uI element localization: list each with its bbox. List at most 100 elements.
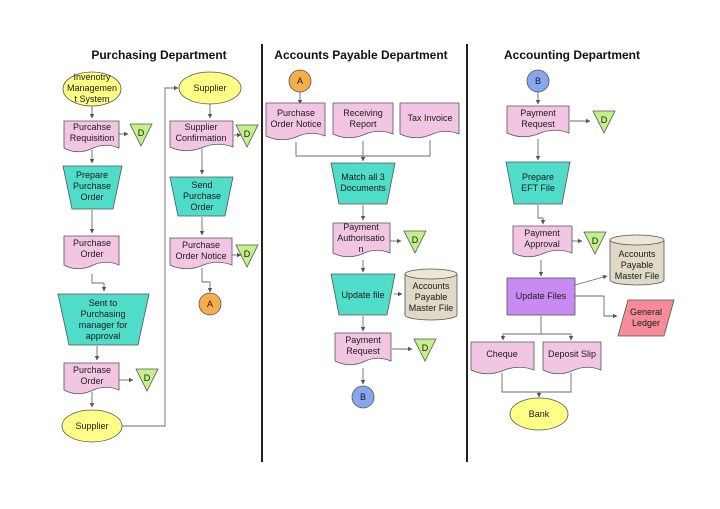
svg-text:Order: Order <box>80 192 103 202</box>
acc-master-file-disk: Accounts Payable Master File <box>609 234 665 286</box>
ap-payment-request-file-triangle: D <box>413 338 437 362</box>
svg-text:D: D <box>144 373 151 383</box>
purchase-order-notice-document: Purchase Order Notice <box>169 237 233 270</box>
svg-text:Purcahse: Purcahse <box>73 122 111 132</box>
payment-authorisation-file-triangle: D <box>403 230 427 254</box>
svg-text:B: B <box>535 76 541 86</box>
svg-text:A: A <box>297 76 303 86</box>
svg-text:Accounts: Accounts <box>412 281 450 291</box>
svg-text:D: D <box>601 115 608 125</box>
svg-text:Payment: Payment <box>524 228 560 238</box>
svg-text:Purchase: Purchase <box>277 108 315 118</box>
connector-lines <box>89 85 618 427</box>
purchase-requisition-document: Purcahse Requisition <box>63 120 120 153</box>
svg-text:Accounts: Accounts <box>618 249 656 259</box>
cheque-document: Cheque <box>470 341 535 375</box>
svg-text:Order: Order <box>80 249 103 259</box>
svg-text:Payable: Payable <box>415 292 448 302</box>
payment-authorisation-document: Payment Authorisatio n <box>332 222 391 258</box>
purchase-order-file-triangle: D <box>135 368 159 392</box>
svg-text:Requisition: Requisition <box>70 133 115 143</box>
svg-text:Update file: Update file <box>341 290 384 300</box>
svg-text:Order: Order <box>80 376 103 386</box>
svg-text:Prepare: Prepare <box>76 170 108 180</box>
update-file-manual-op: Update file <box>330 273 396 316</box>
svg-text:Order: Order <box>190 202 213 212</box>
svg-text:Sent to: Sent to <box>89 298 118 308</box>
supplier-terminator-top: Supplier <box>178 71 242 105</box>
sent-to-manager-manual-op: Sent to Purchasing manager for approval <box>57 293 150 346</box>
svg-text:Order Notice: Order Notice <box>175 251 226 261</box>
svg-text:Authorisatio: Authorisatio <box>337 233 385 243</box>
svg-text:Purchase: Purchase <box>183 191 221 201</box>
svg-text:Match all 3: Match all 3 <box>341 172 385 182</box>
supplier-confirmation-file-triangle: D <box>235 124 259 148</box>
ap-purchase-order-notice-document: Purchase Order Notice <box>265 102 326 141</box>
tax-invoice-document: Tax Invoice <box>399 102 460 139</box>
svg-text:Payment: Payment <box>343 222 379 232</box>
svg-text:Order Notice: Order Notice <box>270 119 321 129</box>
prepare-eft-manual-op: Prepare EFT File <box>505 161 571 205</box>
purchase-order-document-1: Purchase Order <box>63 235 120 270</box>
prepare-purchase-order-manual-op: Prepare Purchase Order <box>62 165 123 210</box>
svg-text:Payment: Payment <box>345 335 381 345</box>
svg-text:Master File: Master File <box>409 303 454 313</box>
supplier-confirmation-document: Supplier Confirmation <box>169 120 234 152</box>
svg-text:Documents: Documents <box>340 183 386 193</box>
svg-text:Supplier: Supplier <box>75 421 108 431</box>
payment-approval-file-triangle: D <box>583 231 607 255</box>
svg-text:A: A <box>207 299 213 309</box>
offpage-connector-b-out: B <box>351 385 375 409</box>
svg-text:approval: approval <box>86 331 121 341</box>
svg-text:Payment: Payment <box>520 108 556 118</box>
svg-text:Tax Invoice: Tax Invoice <box>407 113 452 123</box>
svg-text:General: General <box>630 307 662 317</box>
heading-accounts-payable: Accounts Payable Department <box>274 48 447 62</box>
svg-text:t System: t System <box>74 94 109 104</box>
svg-text:Ledger: Ledger <box>632 318 660 328</box>
svg-text:Purchase: Purchase <box>73 181 111 191</box>
ap-master-file-disk: Accounts Payable Master File <box>404 268 458 321</box>
acc-payment-request-document: Payment Request <box>506 105 570 138</box>
bank-terminator: Bank <box>509 397 569 431</box>
svg-text:n: n <box>358 244 363 254</box>
ap-payment-request-document: Payment Request <box>334 332 392 366</box>
update-files-process: Update Files <box>506 277 576 316</box>
svg-text:Purchase: Purchase <box>182 240 220 250</box>
heading-accounting: Accounting Department <box>504 48 640 62</box>
svg-text:Supplier: Supplier <box>184 122 217 132</box>
offpage-connector-a-in: A <box>288 69 312 93</box>
svg-text:Purchasing: Purchasing <box>80 309 125 319</box>
svg-text:Receiving: Receiving <box>343 108 383 118</box>
svg-text:Confirmation: Confirmation <box>175 133 226 143</box>
svg-text:Send: Send <box>191 180 212 190</box>
svg-text:Cheque: Cheque <box>486 349 518 359</box>
svg-text:Master File: Master File <box>615 271 660 281</box>
svg-text:Payable: Payable <box>621 260 654 270</box>
svg-text:D: D <box>244 129 251 139</box>
requisition-file-triangle: D <box>129 123 153 147</box>
svg-text:Approval: Approval <box>524 239 560 249</box>
svg-text:Prepare: Prepare <box>522 172 554 182</box>
svg-text:B: B <box>360 392 366 402</box>
svg-text:Bank: Bank <box>529 409 550 419</box>
svg-text:Supplier: Supplier <box>193 83 226 93</box>
svg-text:EFT File: EFT File <box>521 183 555 193</box>
offpage-connector-b-in: B <box>526 69 550 93</box>
svg-text:Purchase: Purchase <box>73 365 111 375</box>
general-ledger-data: General Ledger <box>617 299 675 337</box>
svg-text:D: D <box>138 128 145 138</box>
svg-text:Request: Request <box>521 119 555 129</box>
svg-text:Deposit Slip: Deposit Slip <box>548 349 596 359</box>
heading-purchasing: Purchasing Department <box>91 48 226 62</box>
svg-text:Invenotry: Invenotry <box>73 72 111 82</box>
po-notice-file-triangle: D <box>235 244 259 268</box>
svg-text:Report: Report <box>349 119 377 129</box>
svg-text:Update Files: Update Files <box>516 291 567 301</box>
supplier-terminator-bottom: Supplier <box>61 409 123 443</box>
svg-text:D: D <box>422 343 429 353</box>
purchase-order-document-2: Purchase Order <box>63 362 120 395</box>
svg-text:D: D <box>592 236 599 246</box>
svg-text:Managemen: Managemen <box>67 83 117 93</box>
svg-text:Purchase: Purchase <box>73 238 111 248</box>
